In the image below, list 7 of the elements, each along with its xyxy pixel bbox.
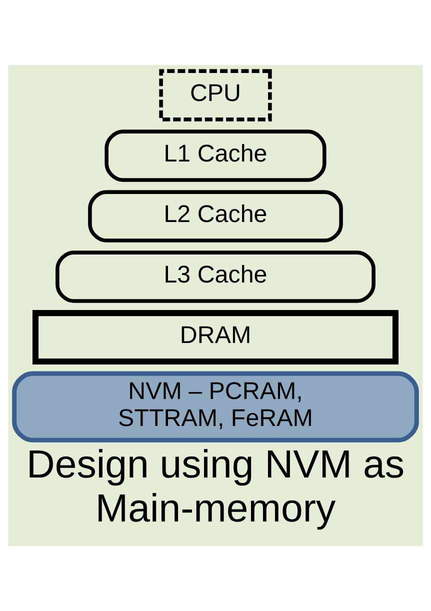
- node-box: NVM – PCRAM, STTRAM, FeRAM: [12, 371, 419, 442]
- node-box: L3 Cache: [56, 250, 376, 303]
- caption: Design using NVM as Main-memory: [26, 442, 404, 530]
- node-box: CPU: [159, 69, 272, 122]
- node-box: L1 Cache: [104, 130, 326, 182]
- node-box: DRAM: [32, 310, 399, 364]
- node-box: L2 Cache: [88, 190, 343, 242]
